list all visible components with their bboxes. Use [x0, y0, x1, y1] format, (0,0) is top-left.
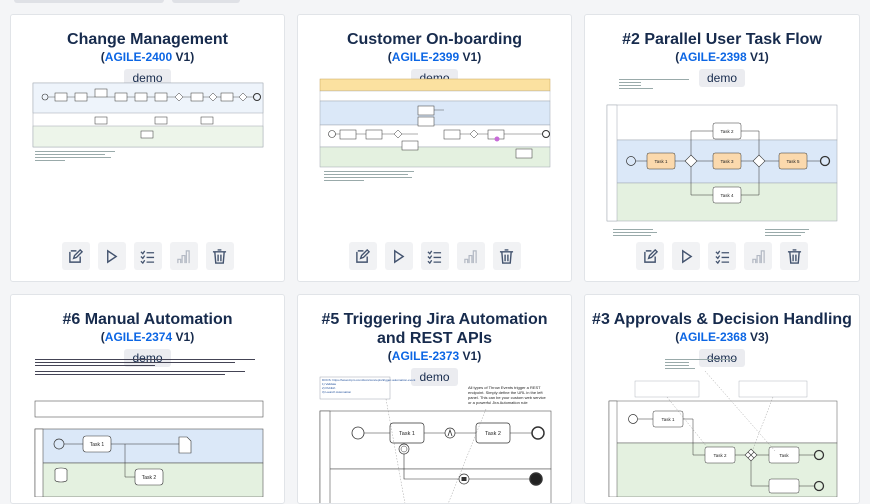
- card-actions: [298, 242, 571, 270]
- process-card[interactable]: #3 Approvals & Decision Handling (AGILE-…: [584, 294, 860, 504]
- task-label: Task 1: [90, 442, 105, 448]
- run-button[interactable]: [97, 242, 126, 270]
- tag-badge: demo: [698, 349, 746, 367]
- card-title: #6 Manual Automation: [62, 311, 233, 328]
- trash-icon: [499, 248, 514, 264]
- task-label: Task 2: [713, 453, 727, 458]
- checklist-icon: [427, 250, 442, 264]
- card-title: #3 Approvals & Decision Handling: [592, 311, 852, 328]
- diagram-preview[interactable]: Task 1 Task 2 Task 3 Task 4 Task 5: [605, 77, 841, 257]
- tag-badge: demo: [411, 368, 458, 386]
- docs-note: DOCS: https://tweet-bpm.com/docs/concept…: [322, 378, 416, 394]
- task-label: Task 1: [654, 159, 668, 164]
- process-card[interactable]: Change Management (AGILE-2400 V1) demo: [10, 14, 285, 282]
- task-label: Task 2: [485, 431, 501, 437]
- bar-chart-icon: [751, 249, 765, 263]
- play-icon: [107, 249, 118, 263]
- task-label: Task 1: [661, 417, 675, 422]
- bar-chart-icon: [464, 249, 477, 263]
- task-label: Task 2: [720, 129, 734, 134]
- analytics-button: [744, 242, 772, 270]
- issue-key-link[interactable]: AGILE-2373: [391, 349, 460, 363]
- tag-badge: demo: [124, 69, 171, 87]
- tag-badge: demo: [698, 69, 746, 87]
- card-actions: [585, 242, 859, 270]
- diagram-preview[interactable]: [318, 77, 553, 197]
- diagram-preview[interactable]: Task 1 Task 2: [31, 357, 266, 497]
- throw-events-note: All types of Throw Events trigger a REST…: [468, 385, 547, 405]
- task-label: Task: [779, 453, 789, 458]
- card-issue-line: (AGILE-2398 V1): [675, 50, 769, 64]
- top-scroll-strip: [0, 0, 870, 4]
- checklist-button[interactable]: [420, 242, 449, 270]
- run-button[interactable]: [672, 242, 700, 270]
- issue-key-link[interactable]: AGILE-2398: [679, 50, 747, 64]
- card-title: #5 Triggering Jira Automation and REST A…: [321, 311, 548, 347]
- card-title: Change Management: [67, 31, 228, 48]
- issue-key-link[interactable]: AGILE-2374: [104, 330, 173, 344]
- card-actions: [11, 242, 284, 270]
- checklist-icon: [714, 250, 729, 264]
- edit-icon: [356, 248, 370, 263]
- delete-button[interactable]: [780, 242, 808, 270]
- task-label: Task 3: [720, 159, 734, 164]
- edit-icon: [69, 248, 83, 263]
- card-issue-line: (AGILE-2373 V1): [387, 349, 482, 363]
- checklist-button[interactable]: [708, 242, 736, 270]
- edit-button[interactable]: [348, 242, 377, 270]
- analytics-button: [456, 242, 485, 270]
- task-label: Task 4: [720, 193, 734, 198]
- bar-chart-icon: [177, 249, 190, 263]
- version-label: V1: [175, 330, 191, 344]
- card-issue-line: (AGILE-2400 V1): [100, 50, 195, 64]
- checklist-icon: [140, 250, 155, 264]
- task-label: Task 5: [786, 159, 800, 164]
- diagram-preview[interactable]: [31, 81, 266, 181]
- version-label: V1: [462, 349, 478, 363]
- analytics-button: [169, 242, 198, 270]
- edit-button[interactable]: [636, 242, 664, 270]
- play-icon: [681, 249, 692, 263]
- version-label: V1: [175, 50, 191, 64]
- version-label: V1: [750, 50, 765, 64]
- process-card[interactable]: #6 Manual Automation (AGILE-2374 V1) dem…: [10, 294, 285, 504]
- process-card[interactable]: Customer On-boarding (AGILE-2399 V1) dem…: [297, 14, 572, 282]
- edit-icon: [643, 248, 658, 263]
- process-card[interactable]: #2 Parallel User Task Flow (AGILE-2398 V…: [584, 14, 860, 282]
- card-title: Customer On-boarding: [346, 31, 523, 48]
- issue-key-link[interactable]: AGILE-2368: [679, 330, 747, 344]
- edit-button[interactable]: [61, 242, 90, 270]
- diagram-preview[interactable]: Task 1 Task 2 Task: [605, 357, 841, 497]
- delete-button[interactable]: [492, 242, 521, 270]
- card-issue-line: (AGILE-2374 V1): [100, 330, 195, 344]
- issue-key-link[interactable]: AGILE-2400: [104, 50, 173, 64]
- run-button[interactable]: [384, 242, 413, 270]
- trash-icon: [787, 248, 801, 264]
- issue-key-link[interactable]: AGILE-2399: [391, 50, 460, 64]
- task-label: Task 1: [399, 431, 415, 437]
- card-title: #2 Parallel User Task Flow: [622, 31, 822, 48]
- play-icon: [394, 249, 405, 263]
- process-card[interactable]: #5 Triggering Jira Automation and REST A…: [297, 294, 572, 504]
- checklist-button[interactable]: [133, 242, 162, 270]
- task-label: Task 2: [142, 475, 157, 481]
- trash-icon: [212, 248, 227, 264]
- version-label: V1: [462, 50, 478, 64]
- version-label: V3: [750, 330, 765, 344]
- delete-button[interactable]: [205, 242, 234, 270]
- diagram-preview[interactable]: DOCS: https://tweet-bpm.com/docs/concept…: [318, 375, 553, 504]
- card-issue-line: (AGILE-2399 V1): [387, 50, 482, 64]
- card-issue-line: (AGILE-2368 V3): [675, 330, 769, 344]
